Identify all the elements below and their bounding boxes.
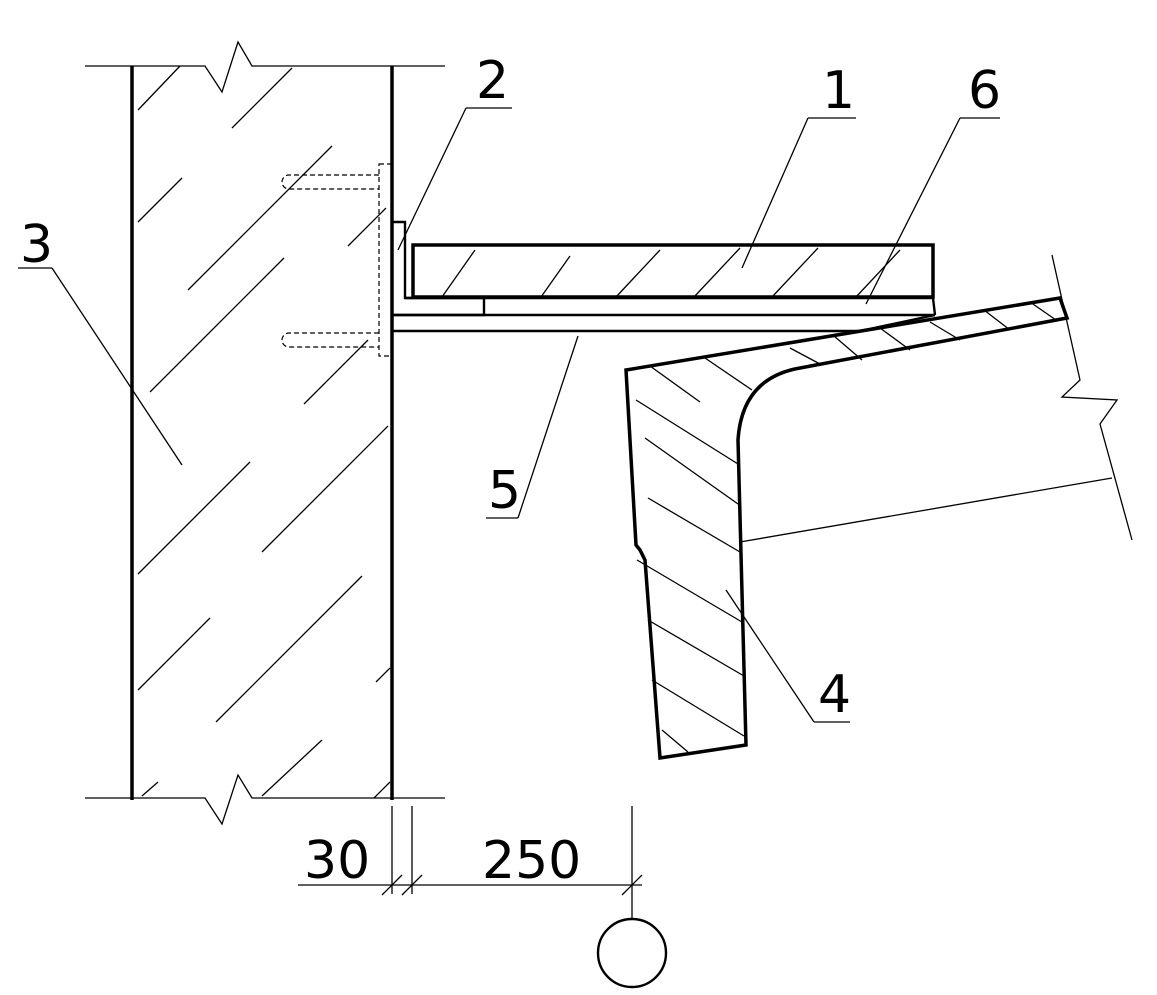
wall xyxy=(85,40,445,826)
wall-top-break-line xyxy=(85,40,445,94)
angle-outline xyxy=(392,220,486,317)
anchor-bolt-bottom xyxy=(281,332,379,348)
callout-4: 4 xyxy=(818,665,851,725)
embedded-anchor xyxy=(281,163,393,357)
leader-lines xyxy=(18,107,1000,723)
beam-break-line xyxy=(1051,254,1133,541)
wall-bottom-break-line xyxy=(85,773,445,826)
callout-6: 6 xyxy=(968,61,1001,121)
support-plate xyxy=(392,313,936,333)
callout-2: 2 xyxy=(476,51,509,111)
anchor-bolt-top xyxy=(281,174,379,190)
bedding-layer xyxy=(484,296,937,316)
callout-3: 3 xyxy=(20,215,53,275)
slab xyxy=(411,243,935,299)
slab-hatching xyxy=(441,247,901,298)
beam-hatching xyxy=(635,301,1057,753)
callout-5: 5 xyxy=(488,461,521,521)
beam xyxy=(624,254,1133,761)
steel-angle xyxy=(392,220,486,317)
slab-outline xyxy=(411,243,935,299)
dimension-250: 250 xyxy=(482,831,581,891)
dimension-lines xyxy=(298,806,643,918)
axis-bubble xyxy=(596,917,668,989)
dimension-30: 30 xyxy=(304,831,370,891)
wall-hatching xyxy=(137,65,391,799)
beam-outline xyxy=(624,296,1070,761)
anchor-plate xyxy=(378,163,393,357)
callout-1: 1 xyxy=(822,61,855,121)
beam-bottom-line xyxy=(739,477,1113,543)
